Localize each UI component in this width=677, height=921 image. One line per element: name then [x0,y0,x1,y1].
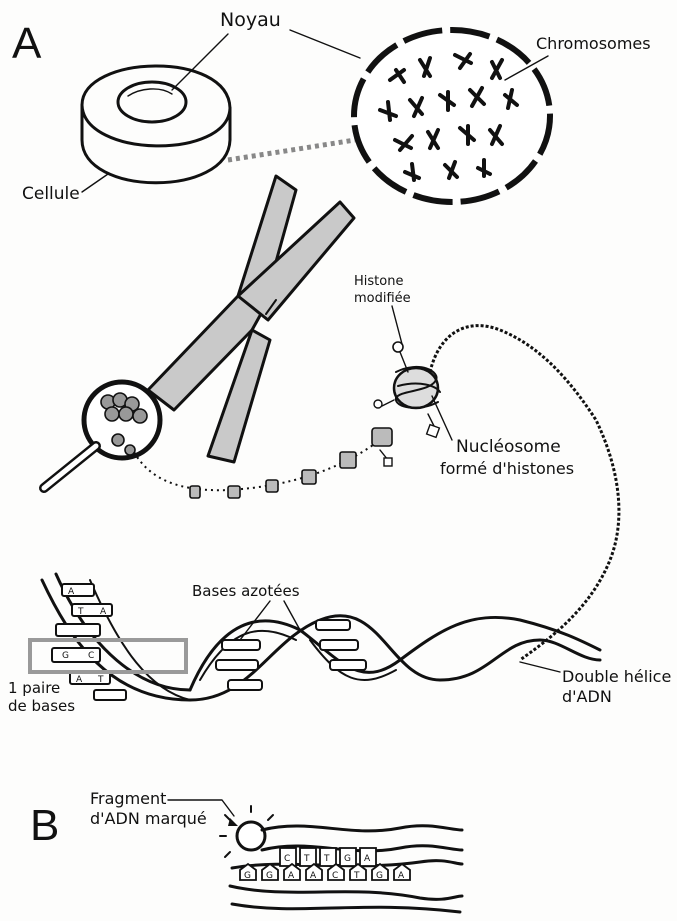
x-chromosome [148,176,354,462]
fragment-label-2: d'ADN marqué [90,809,207,828]
fragment-top-base-3: T [323,854,330,864]
coiled-fiber [430,326,619,660]
panel-label-b: B [30,801,59,850]
fragment-top-base-5: A [364,854,371,864]
fragment-bottom-base-2: G [266,871,273,881]
cellule-pointer [82,174,108,192]
bases-label: Bases azotées [192,582,300,600]
double-helix: A T A G C A T [42,574,600,700]
ladder-base-7: T [97,675,104,685]
cell-illustration [82,66,230,183]
noyau-pointer-cell [172,34,228,90]
ladder-base-6: A [76,675,83,685]
nucleosome-label-1: Nucléosome [456,437,561,457]
fragment-top-base-4: G [344,854,351,864]
ladder-base-1: A [68,587,75,597]
ladder-base-2: T [77,607,84,617]
chromosomes-label: Chromosomes [536,34,651,53]
double-helix-label-1: Double hélice [562,667,671,686]
fragment-bottom-base-8: A [398,871,405,881]
fragment-bottom-base-3: A [288,871,295,881]
zoom-connector [228,140,355,160]
fragment-label-1: Fragment [90,789,166,808]
histone-label-2: modifiée [354,291,411,306]
ladder-base-5: C [88,651,94,661]
panel-label-a: A [12,19,42,68]
fragment-top-base-2: T [303,854,310,864]
fragment-bottom-base-7: G [376,871,383,881]
double-helix-pointer [520,662,560,672]
cellule-label: Cellule [22,184,80,204]
double-helix-label-2: d'ADN [562,687,612,706]
fragment-top-base-1: C [284,854,290,864]
nucleosome-coil [374,342,440,466]
magnifier-icon [44,382,160,488]
histone-pointer [392,306,402,344]
fragment-bottom-base-5: C [332,871,338,881]
histone-label-1: Histone [354,274,403,289]
ladder-base-4: G [62,651,69,661]
paire-label-2: de bases [8,697,75,715]
ladder-base-3: A [100,607,107,617]
fragment-bottom-base-1: G [244,871,251,881]
fragment-bottom-base-6: T [353,871,360,881]
nucleosome-label-2: formé d'histones [440,459,574,478]
noyau-pointer-nucleus [290,30,360,58]
paire-label-1: 1 paire [8,679,60,697]
fragment-bottom-base-4: A [310,871,317,881]
noyau-label: Noyau [220,9,281,31]
nucleus-illustration [354,30,550,202]
